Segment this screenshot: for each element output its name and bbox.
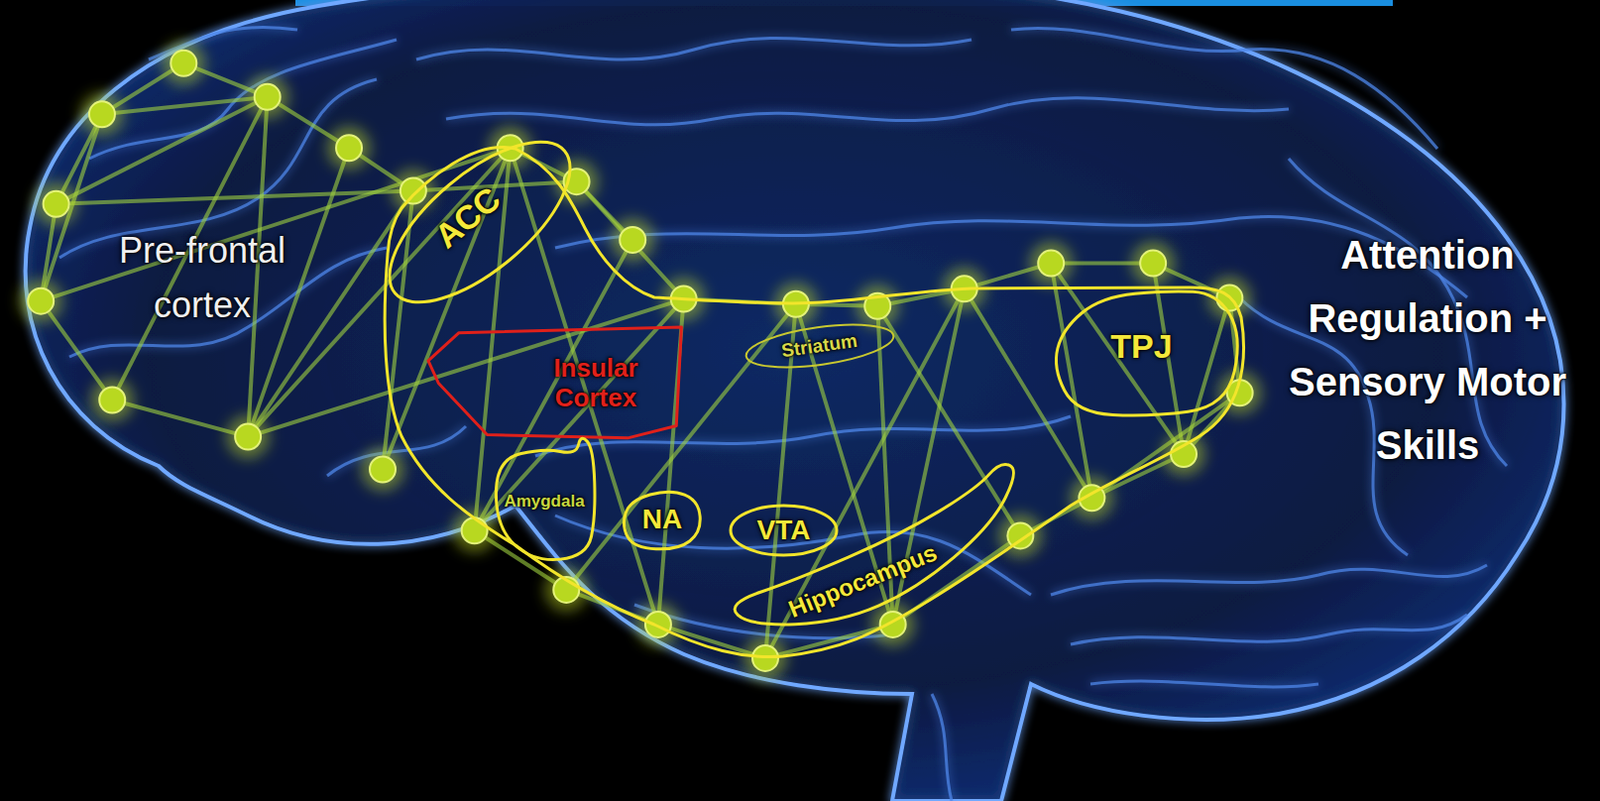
- region-label: Amygdala: [503, 491, 584, 512]
- network-dot: [619, 227, 646, 253]
- network-line: [1050, 263, 1092, 499]
- region-label: Striatum: [780, 330, 859, 362]
- network-dot: [1037, 250, 1064, 277]
- network-dot: [369, 456, 396, 482]
- region-outline: [363, 114, 595, 331]
- network-dot-glow: [90, 378, 134, 423]
- region-label: TPJ: [1110, 327, 1172, 366]
- network-dot-glow: [226, 415, 270, 459]
- network-dot-glow: [245, 75, 290, 119]
- network-dot: [645, 611, 672, 638]
- network-dot-glow: [327, 125, 371, 170]
- network-line: [247, 299, 685, 438]
- network-dot-glow: [34, 182, 79, 227]
- region-outline: [743, 317, 897, 375]
- network-dot-glow: [855, 284, 900, 329]
- region-outline: [495, 438, 595, 560]
- network-dot: [170, 50, 197, 77]
- network-dot-glow: [1131, 241, 1175, 286]
- network-dot-glow: [80, 92, 124, 136]
- network-dot: [234, 424, 261, 451]
- brain-region: Amygdala: [490, 448, 598, 563]
- network-dot: [1140, 250, 1166, 277]
- network-line: [382, 147, 511, 469]
- limbic-loop-outline: [384, 146, 1244, 657]
- brain-gyri: [59, 26, 1507, 801]
- brain-region: Insular Cortex: [428, 327, 685, 440]
- network-line: [765, 288, 965, 659]
- network-dot-glow: [161, 41, 206, 86]
- region-outline: [730, 505, 837, 556]
- region-outline: [428, 327, 682, 439]
- network-dot: [254, 84, 281, 111]
- region-label: VTA: [757, 514, 811, 547]
- region-label: Insular Cortex: [526, 353, 666, 414]
- network-dot: [336, 134, 362, 161]
- brain-region: Striatum: [745, 325, 895, 367]
- network-dot-glow: [360, 447, 405, 491]
- network-dot: [43, 191, 70, 218]
- region-caption: Pre-frontal cortex: [93, 223, 312, 333]
- region-outline: [1055, 291, 1238, 416]
- network-dot: [89, 101, 115, 127]
- network-dot-glow: [1069, 475, 1114, 520]
- network-line: [247, 147, 349, 437]
- brain-region: NA: [621, 487, 703, 552]
- network-line: [474, 299, 685, 532]
- network-dot: [99, 387, 125, 414]
- brain-region: VTA: [730, 505, 837, 556]
- network-line: [56, 190, 414, 204]
- network-line: [877, 306, 1021, 537]
- network-dot-glow: [610, 218, 655, 262]
- network-dot: [461, 517, 488, 544]
- network-dot-glow: [871, 602, 915, 647]
- network-dot-glow: [1028, 241, 1073, 286]
- network: [18, 41, 1261, 681]
- region-outline: [734, 463, 1014, 624]
- network-dot-glow: [636, 602, 681, 647]
- brain-region: TPJ: [1052, 290, 1247, 420]
- network-dot-glow: [18, 279, 63, 324]
- side-caption: Attention Regulation + Sensory Motor Ski…: [1273, 223, 1582, 477]
- region-shape: [719, 460, 1023, 645]
- region-outline: [623, 491, 700, 550]
- network-dot: [400, 177, 427, 204]
- network-dot: [27, 288, 54, 315]
- region-label: NA: [642, 503, 683, 536]
- brain-region: Hippocampus: [719, 460, 1023, 645]
- brain-region: ACC: [387, 132, 572, 312]
